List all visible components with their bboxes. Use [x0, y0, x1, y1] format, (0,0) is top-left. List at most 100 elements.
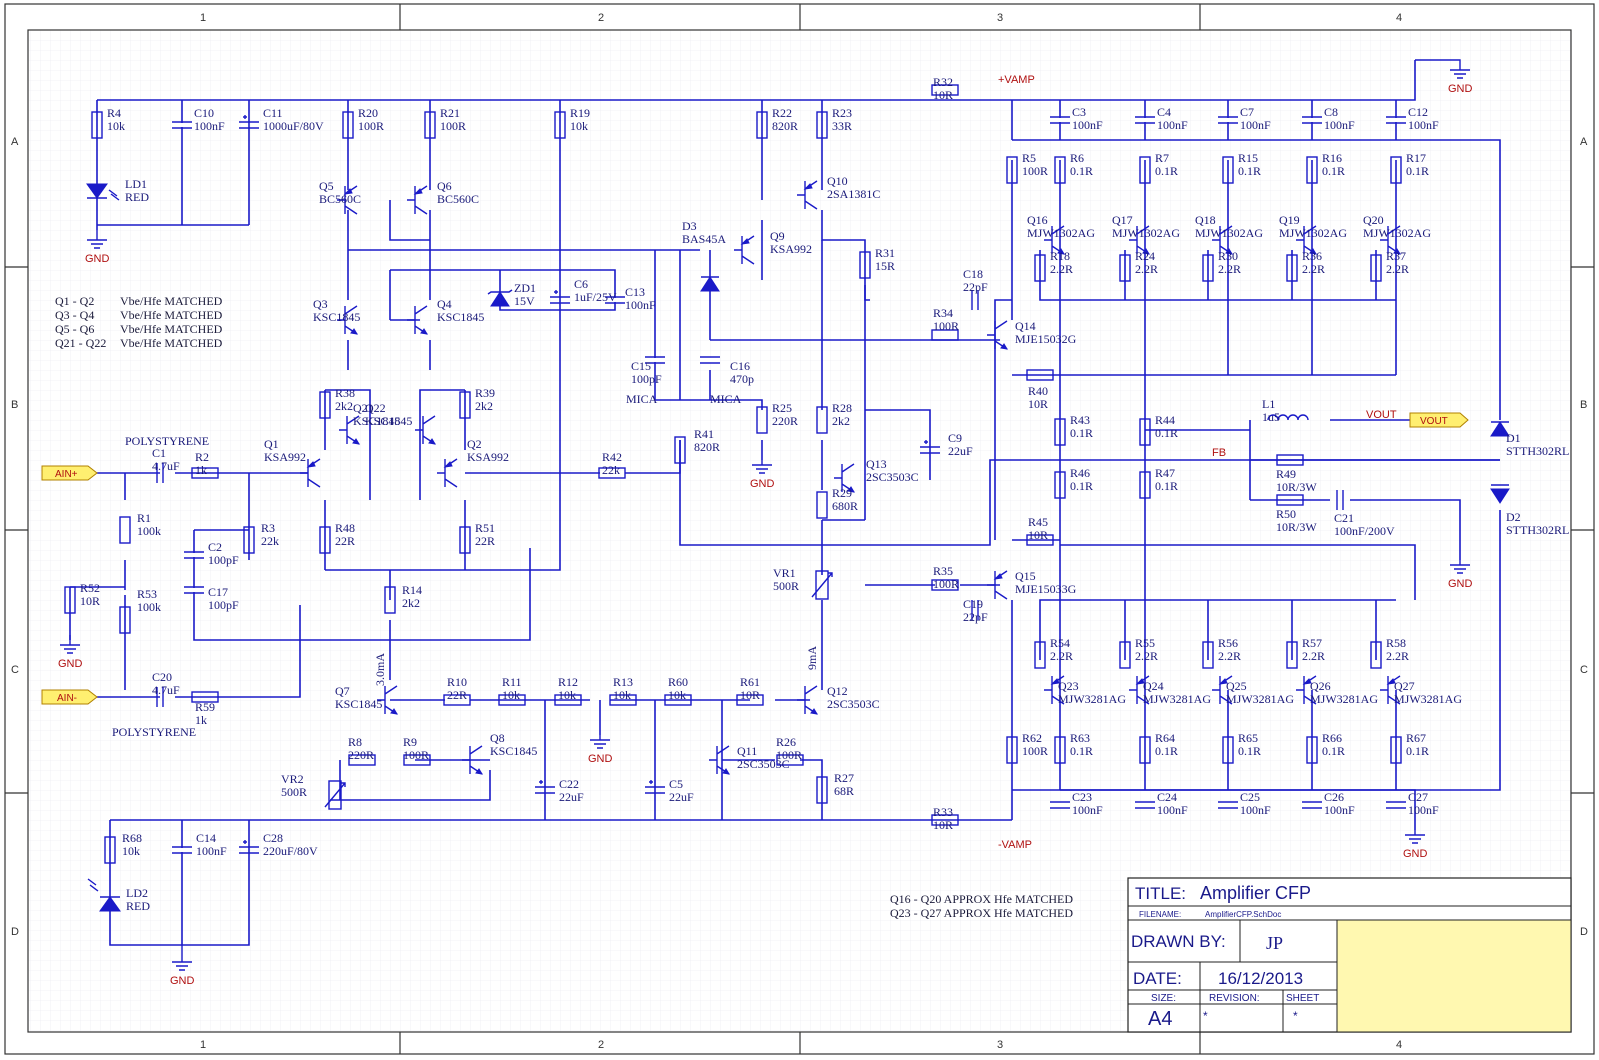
d1-value: STTH302RL	[1506, 444, 1569, 458]
q12-designator: Q12	[827, 684, 848, 698]
c2-symbol	[184, 551, 204, 559]
q21-designator: Q21	[353, 401, 374, 415]
r61-value: 10R	[740, 688, 760, 702]
ld1-value: RED	[125, 190, 149, 204]
gnd-label-3: GND	[170, 975, 195, 987]
r3-designator: R3	[261, 521, 275, 535]
r49-symbol	[1276, 454, 1304, 466]
q12-value: 2SC3503C	[827, 697, 880, 711]
r24-value: 2.2R	[1135, 262, 1158, 276]
c22-value: 22uF	[559, 790, 584, 804]
c24-value: 100nF	[1157, 803, 1188, 817]
r45-designator: R45	[1028, 515, 1048, 529]
date-label: DATE:	[1133, 969, 1182, 988]
r21-symbol	[424, 111, 436, 139]
q3-value: KSC1845	[313, 310, 360, 324]
c9-symbol	[920, 440, 940, 454]
c7-symbol	[1218, 116, 1238, 124]
r7-value: 0.1R	[1155, 164, 1178, 178]
r1-value: 100k	[137, 524, 161, 538]
r53-value: 100k	[137, 600, 161, 614]
r3-symbol	[243, 526, 255, 554]
r25-symbol	[756, 406, 768, 434]
c14-symbol	[172, 846, 192, 854]
r8-value: 220R	[348, 748, 374, 762]
q21-value: KSC1845	[353, 414, 400, 428]
r59-symbol	[191, 691, 219, 703]
d1-symbol	[1490, 421, 1510, 437]
gnd-label-4: GND	[588, 753, 613, 765]
r42-designator: R42	[602, 450, 622, 464]
q27-value: MJW3281AG	[1394, 692, 1462, 706]
c28-designator: C28	[263, 831, 283, 845]
q5-designator: Q5	[319, 179, 334, 193]
zone-col-3: 3	[997, 12, 1003, 24]
filename-value: AmplifierCFP.SchDoc	[1205, 910, 1281, 919]
c6-value: 1uF/25V	[574, 290, 617, 304]
r50-value: 10R/3W	[1276, 520, 1317, 534]
r24-symbol	[1119, 254, 1131, 282]
r47-value: 0.1R	[1155, 479, 1178, 493]
r58-symbol	[1370, 641, 1382, 669]
r47-designator: R47	[1155, 466, 1175, 480]
r15-value: 0.1R	[1238, 164, 1261, 178]
r66-value: 0.1R	[1322, 744, 1345, 758]
r57-symbol	[1286, 641, 1298, 669]
c17-symbol	[184, 586, 204, 594]
r64-value: 0.1R	[1155, 744, 1178, 758]
c26-value: 100nF	[1324, 803, 1355, 817]
r53-designator: R53	[137, 587, 157, 601]
r65-designator: R65	[1238, 731, 1258, 745]
r66-designator: R66	[1322, 731, 1342, 745]
matching-notes: Q1 - Q2 Vbe/Hfe MATCHED Q3 - Q4 Vbe/Hfe …	[55, 294, 1073, 920]
r17-designator: R17	[1406, 151, 1426, 165]
q16-value: MJW1302AG	[1027, 226, 1095, 240]
zone-labels: 1 2 3 4 1 2 3 4 A B C D A B C D	[11, 12, 1588, 1051]
c16-value: 470p	[730, 372, 754, 386]
vout-net-label: VOUT	[1366, 409, 1397, 421]
r31-symbol	[859, 251, 871, 279]
c19-symbol	[971, 600, 979, 620]
r48-designator: R48	[335, 521, 355, 535]
r32-designator: R32	[933, 75, 953, 89]
c14-value: 100nF	[196, 844, 227, 858]
c7-value: 100nF	[1240, 118, 1271, 132]
vr1-value: 500R	[773, 579, 799, 593]
drawn-by-label: DRAWN BY:	[1131, 932, 1226, 951]
r2-symbol	[191, 467, 219, 479]
r9-designator: R9	[403, 735, 417, 749]
r65-symbol	[1222, 736, 1234, 764]
r60-symbol	[664, 694, 692, 706]
date-value: 16/12/2013	[1218, 969, 1303, 988]
c23-value: 100nF	[1072, 803, 1103, 817]
r26-value: 100R	[776, 748, 802, 762]
r6-value: 0.1R	[1070, 164, 1093, 178]
d2-symbol	[1490, 484, 1510, 504]
r57-designator: R57	[1302, 636, 1322, 650]
q11-symbol	[709, 745, 730, 775]
sheet-label: SHEET	[1286, 993, 1319, 1004]
r21-value: 100R	[440, 119, 466, 133]
c2-value: 100pF	[208, 553, 239, 567]
r52-value: 10R	[80, 594, 100, 608]
zone-col-1: 1	[200, 12, 206, 24]
zone-col-1-bottom: 1	[200, 1039, 206, 1051]
c28-symbol	[239, 840, 259, 854]
q16-designator: Q16	[1027, 213, 1048, 227]
note-text-3: Vbe/Hfe MATCHED	[120, 322, 223, 336]
r65-value: 0.1R	[1238, 744, 1261, 758]
gnd-label-6: GND	[1448, 578, 1473, 590]
c3-designator: C3	[1072, 105, 1086, 119]
q4-designator: Q4	[437, 297, 452, 311]
r47-symbol	[1139, 471, 1151, 499]
title-label: TITLE:	[1135, 884, 1186, 903]
r10-designator: R10	[447, 675, 467, 689]
r31-value: 15R	[875, 259, 895, 273]
c4-designator: C4	[1157, 105, 1171, 119]
q23-symbol	[1044, 675, 1065, 705]
gnd-icon: GND	[1403, 830, 1428, 860]
gnd-icon: GND	[85, 230, 110, 265]
r28-value: 2k2	[832, 414, 850, 428]
r19-symbol	[554, 111, 566, 139]
r5-designator: R5	[1022, 151, 1036, 165]
